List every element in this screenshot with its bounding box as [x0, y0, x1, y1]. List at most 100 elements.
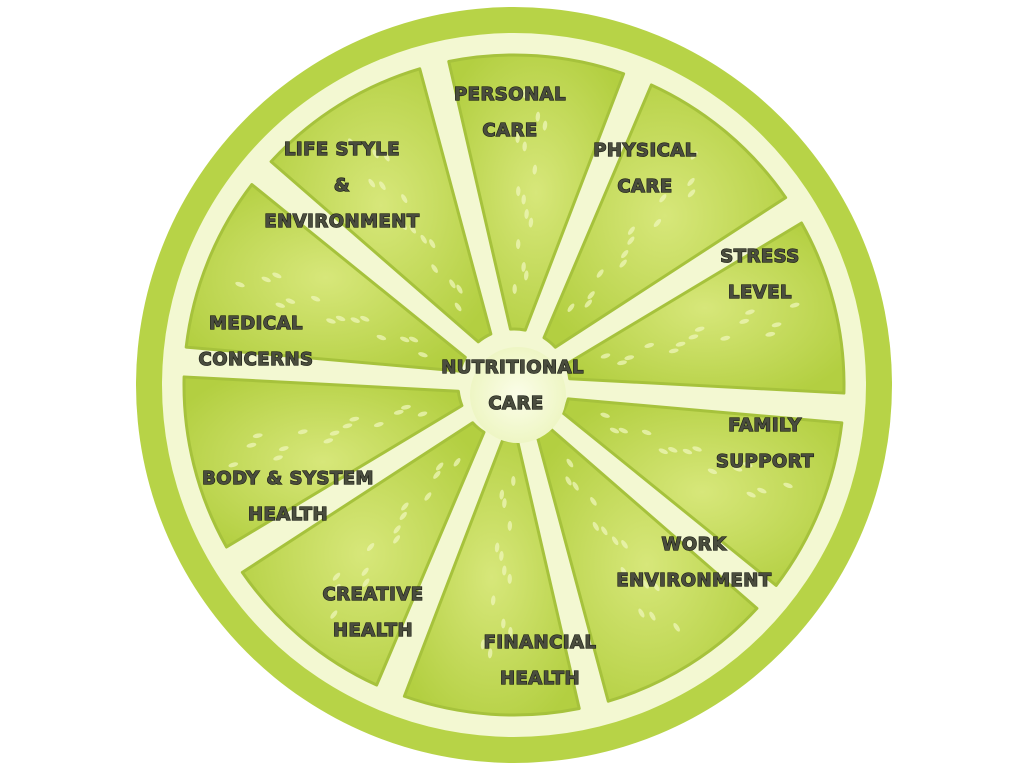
segment-vesicle: [362, 578, 370, 587]
segment-vesicle: [668, 447, 678, 453]
segment-vesicle: [332, 572, 341, 581]
segment-vesicle: [297, 429, 308, 435]
label-lifestyle-environment: Life Style&Environment: [264, 139, 419, 232]
segment-vesicle: [501, 618, 506, 629]
segment-vesicle: [350, 317, 360, 323]
segment-vesicle: [379, 181, 386, 191]
segment-vesicle: [275, 302, 286, 308]
segment-vesicle: [638, 608, 645, 618]
label-family-support-line-1: Family: [728, 415, 802, 436]
segment-vesicle: [401, 194, 408, 204]
label-lifestyle-environment-line-2: &: [334, 175, 350, 196]
segment-vesicle: [499, 489, 505, 500]
center-label: Nutritional Care: [441, 357, 591, 414]
segment-vesicle: [512, 284, 517, 295]
segment-vesicle: [333, 584, 341, 593]
label-lifestyle-environment-line-3: Environment: [264, 211, 419, 232]
segments-group: [182, 53, 846, 717]
segment-vesicle: [401, 404, 411, 410]
segment-vesicle: [499, 551, 504, 562]
segment-vesicle: [566, 458, 574, 468]
segment-vesicle: [673, 622, 680, 632]
label-financial-health-line-1: Financial: [484, 632, 597, 653]
segment-vesicle: [642, 579, 649, 589]
label-medical-concerns-line-2: Concerns: [199, 349, 314, 370]
segment-vesicle: [659, 194, 667, 203]
segment-vesicle: [675, 341, 686, 347]
segment-vesicle: [429, 239, 436, 249]
segment-vesicle: [515, 239, 521, 250]
segment-vesicle: [532, 164, 538, 175]
segment-vesicle: [360, 315, 370, 322]
segment-vesicle: [572, 481, 579, 491]
segment-vesicle: [694, 326, 705, 332]
segment-vesicle: [310, 295, 321, 302]
segment-vesicle: [323, 438, 334, 444]
segment-vesicle: [644, 342, 655, 348]
segment-vesicle: [584, 299, 593, 308]
segment-vesicle: [246, 442, 257, 448]
segment-vesicle: [376, 334, 387, 341]
segment-vesicle: [521, 261, 526, 272]
center-label-line-2: Care: [488, 393, 543, 414]
segment-vesicle: [480, 639, 486, 650]
center-label-line-1: Nutritional: [441, 357, 584, 378]
segment-vesicle: [627, 226, 635, 235]
segment-vesicle: [409, 224, 417, 234]
segment-vesicle: [500, 671, 506, 682]
segment-vesicle: [567, 303, 575, 312]
segment-vesicle: [524, 208, 529, 219]
segment-vesicle: [707, 468, 718, 475]
segment-vesicle: [592, 521, 599, 531]
segment-vesicle: [690, 151, 698, 160]
segment-vesicle: [522, 141, 527, 152]
segment-vesicle: [789, 302, 800, 308]
segment-vesicle: [507, 520, 513, 531]
segment-vesicle: [783, 482, 793, 489]
segment-vesicle: [687, 177, 695, 186]
label-work-environment-line-2: Environment: [616, 570, 771, 591]
segment-vesicle: [418, 352, 428, 358]
segment-vesicle: [454, 302, 462, 312]
segment-vesicle: [621, 249, 629, 259]
label-physical-care-line-1: Physical: [593, 140, 697, 161]
segment-vesicle: [542, 120, 548, 131]
segment-vesicle: [590, 497, 597, 506]
label-personal-care-line-2: Care: [482, 120, 537, 141]
segment-vesicle: [490, 595, 496, 606]
segment-vesicle: [516, 186, 521, 197]
segment-vesicle: [624, 355, 635, 361]
segment-vesicle: [373, 422, 384, 428]
segment-vesicle: [431, 264, 438, 273]
segment-vesicle: [611, 536, 619, 546]
segment-vesicle: [739, 318, 750, 324]
segment-vesicle: [621, 540, 628, 549]
segment-vesicle: [273, 455, 283, 461]
segment-vesicle: [601, 526, 608, 536]
segment-vesicle: [335, 315, 346, 322]
segment-vesicle: [507, 573, 512, 584]
segment-vesicle: [746, 491, 756, 498]
segment-vesicle: [285, 298, 296, 304]
segment-vesicle: [408, 336, 419, 343]
segment-vesicle: [515, 133, 520, 144]
segment-vesicle: [765, 331, 776, 337]
label-stress-level-line-1: Stress: [720, 246, 800, 267]
segment-vesicle: [400, 221, 407, 230]
segment-vesicle: [771, 322, 782, 328]
segment-vesicle: [627, 236, 635, 245]
label-stress-level-line-2: Level: [728, 282, 792, 303]
label-work-environment-line-1: Work: [662, 534, 728, 555]
segment-lifestyle-environment: [269, 67, 493, 344]
segment-vesicle: [523, 270, 529, 281]
segment-vesicle: [618, 427, 628, 434]
